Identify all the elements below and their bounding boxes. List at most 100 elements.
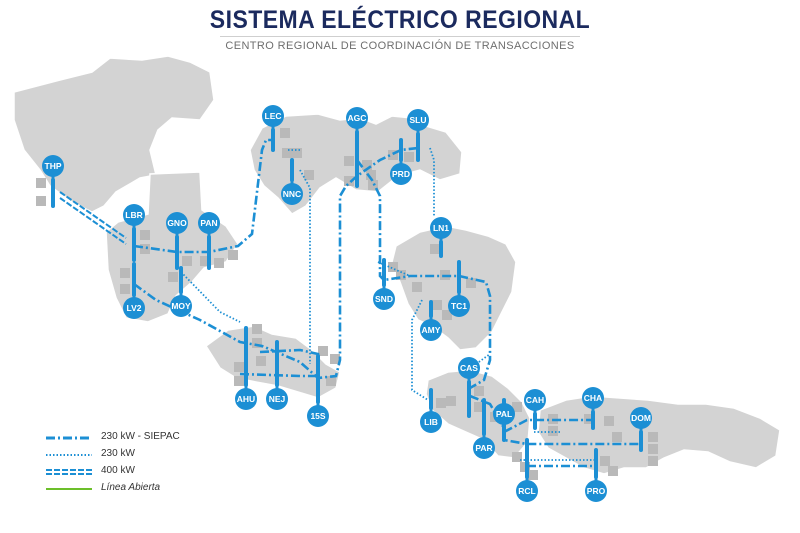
line-siepac [355, 159, 492, 390]
line-siepac [503, 418, 593, 434]
substation-square [282, 148, 292, 158]
substation-square [252, 324, 262, 334]
substation-square [548, 426, 558, 436]
substation-square [252, 338, 262, 348]
legend-item-230: 230 kW [44, 447, 244, 464]
substation-square [366, 170, 376, 180]
node-pal[interactable]: PAL [493, 398, 515, 442]
line-230 [180, 271, 241, 323]
substation-square [446, 396, 456, 406]
page-title: SISTEMA ELÉCTRICO REGIONAL [209, 6, 591, 34]
substation-square [430, 244, 440, 254]
node-lbr[interactable]: LBR [123, 204, 145, 262]
substation-square [228, 250, 238, 260]
node-cha[interactable]: CHA [582, 387, 604, 430]
node-label: CAH [526, 395, 544, 405]
node-gno[interactable]: GNO [166, 212, 188, 270]
node-snd[interactable]: SND [373, 258, 395, 310]
line-siepac [239, 372, 318, 378]
substation-square [256, 356, 266, 366]
substation-square [442, 310, 452, 320]
substation-square [474, 386, 484, 396]
node-label: LBR [125, 210, 142, 220]
substation-square [648, 432, 658, 442]
node-ahu[interactable]: AHU [235, 326, 257, 410]
node-label: LEC [265, 111, 282, 121]
node-prd[interactable]: PRD [390, 138, 412, 185]
node-tc1[interactable]: TC1 [448, 260, 470, 317]
land-nicaragua [391, 225, 517, 351]
node-agc[interactable]: AGC [346, 107, 368, 188]
node-amy[interactable]: AMY [420, 300, 442, 341]
node-label: LV2 [127, 303, 142, 313]
substation-square [648, 444, 658, 454]
node-dom[interactable]: DOM [630, 407, 652, 452]
substation-square [120, 268, 130, 278]
node-15s[interactable]: 15S [307, 354, 329, 427]
node-label: DOM [631, 413, 651, 423]
node-circle [170, 295, 192, 317]
line-230 [377, 261, 411, 277]
node-circle [448, 295, 470, 317]
node-label: TC1 [451, 301, 467, 311]
node-circle [407, 109, 429, 131]
substation-square [396, 270, 406, 280]
land-panama [537, 395, 781, 475]
node-circle [582, 387, 604, 409]
node-lec[interactable]: LEC [262, 105, 284, 152]
line-siepac [133, 138, 273, 254]
substation-square [600, 456, 610, 466]
legend-swatch-siepac [46, 436, 92, 440]
title-divider [220, 36, 580, 37]
node-circle [458, 357, 480, 379]
node-circle [123, 297, 145, 319]
legend-label-400: 400 kW [101, 465, 135, 476]
substation-square [168, 272, 178, 282]
substation-square [36, 178, 46, 188]
line-400 [59, 191, 127, 239]
substation-square [36, 196, 46, 206]
substation-square [120, 284, 130, 294]
transmission-lines [59, 138, 641, 468]
substation-square [404, 152, 414, 162]
legend-swatch-400 [46, 469, 92, 475]
substation-square [292, 148, 302, 158]
line-siepac [469, 394, 641, 446]
node-ln1[interactable]: LN1 [430, 217, 452, 258]
node-circle [262, 105, 284, 127]
node-circle [307, 405, 329, 427]
node-circle [166, 212, 188, 234]
node-nnc[interactable]: NNC [281, 158, 303, 205]
node-pan[interactable]: PAN [198, 212, 220, 270]
node-label: CHA [584, 393, 602, 403]
node-circle [524, 389, 546, 411]
node-label: PRD [392, 169, 410, 179]
substation-square [140, 244, 150, 254]
node-nej[interactable]: NEJ [266, 340, 288, 410]
node-cas[interactable]: CAS [458, 357, 480, 418]
node-slu[interactable]: SLU [407, 109, 429, 162]
node-label: PAL [496, 409, 512, 419]
node-thp[interactable]: THP [42, 155, 64, 208]
node-cah[interactable]: CAH [524, 389, 546, 430]
land-guatemala [105, 171, 239, 323]
node-circle [430, 217, 452, 239]
node-label: CAS [460, 363, 478, 373]
substation-square [648, 456, 658, 466]
node-par[interactable]: PAR [473, 398, 495, 459]
node-lv2[interactable]: LV2 [123, 262, 145, 319]
node-circle [42, 155, 64, 177]
node-rcl[interactable]: RCL [516, 438, 538, 502]
substation-square [474, 402, 484, 412]
node-pro[interactable]: PRO [585, 448, 607, 502]
node-label: 15S [310, 411, 325, 421]
node-moy[interactable]: MOY [170, 266, 192, 317]
node-circle [420, 411, 442, 433]
node-lib[interactable]: LIB [420, 388, 442, 433]
legend-label-siepac: 230 kW - SIEPAC [101, 431, 180, 442]
node-label: PAR [475, 443, 492, 453]
legend: 230 kW - SIEPAC 230 kW 400 kW Línea Abie… [44, 430, 244, 498]
node-label: NNC [283, 189, 301, 199]
